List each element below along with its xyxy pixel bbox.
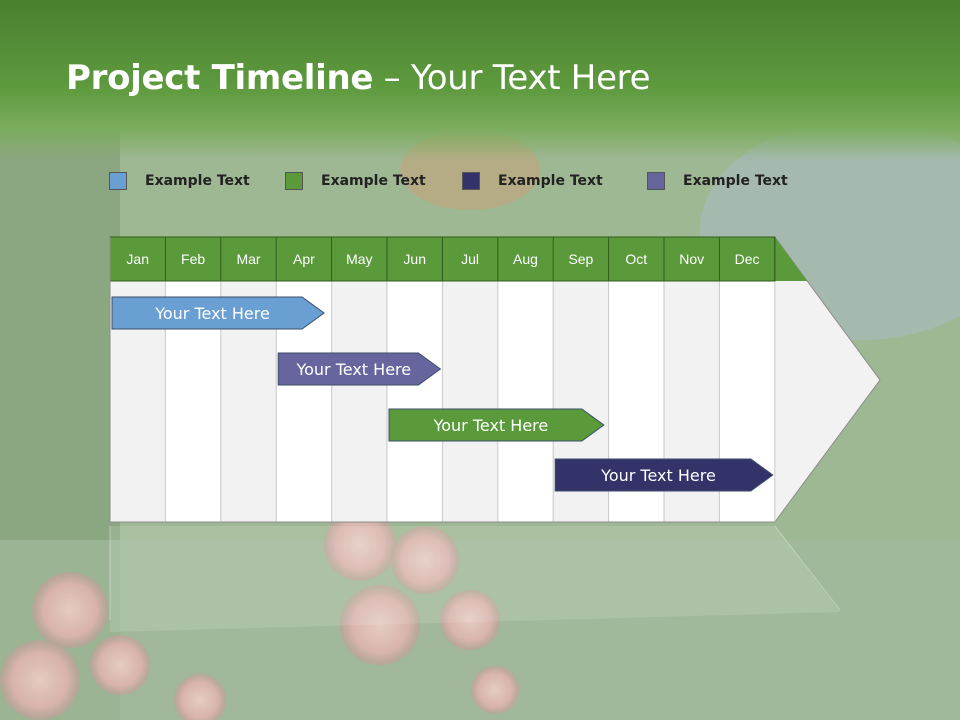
month-label: Aug bbox=[513, 251, 538, 267]
legend-swatch bbox=[647, 172, 665, 190]
task-bar-label: Your Text Here bbox=[295, 360, 411, 379]
month-header-band bbox=[110, 237, 808, 281]
task-bar bbox=[554, 458, 774, 492]
month-label: Jul bbox=[461, 251, 479, 267]
slide-title: Project Timeline – Your Text Here bbox=[66, 58, 651, 98]
legend-item-3: Example Text bbox=[462, 170, 603, 192]
month-label: Oct bbox=[625, 251, 647, 267]
legend-item-2: Example Text bbox=[285, 170, 426, 192]
month-label: Nov bbox=[679, 251, 704, 267]
legend-label: Example Text bbox=[498, 173, 603, 189]
month-label: Apr bbox=[293, 251, 315, 267]
month-label: Jan bbox=[126, 251, 149, 267]
legend-swatch bbox=[109, 172, 127, 190]
legend-item-4: Example Text bbox=[647, 170, 788, 192]
legend-item-1: Example Text bbox=[109, 170, 250, 192]
legend-swatch bbox=[285, 172, 303, 190]
month-column bbox=[331, 281, 387, 522]
legend-label: Example Text bbox=[145, 173, 250, 189]
month-column bbox=[387, 281, 443, 522]
task-bar-label: Your Text Here bbox=[600, 466, 716, 485]
title-bold: Project Timeline bbox=[66, 58, 374, 98]
month-label: Sep bbox=[568, 251, 593, 267]
reflection-edge bbox=[774, 525, 841, 611]
month-column bbox=[442, 281, 498, 522]
timeline-reflection bbox=[110, 526, 840, 632]
month-label: Feb bbox=[181, 251, 205, 267]
task-bar-label: Your Text Here bbox=[433, 416, 549, 435]
task-bar bbox=[388, 408, 605, 442]
title-rest: – Your Text Here bbox=[373, 58, 651, 98]
task-bar bbox=[111, 296, 325, 330]
legend-swatch bbox=[462, 172, 480, 190]
task-bar-label: Your Text Here bbox=[154, 304, 270, 323]
header-band bbox=[0, 0, 960, 160]
month-label: May bbox=[346, 251, 372, 267]
legend-label: Example Text bbox=[321, 173, 426, 189]
task-bar bbox=[277, 352, 442, 386]
month-label: Dec bbox=[735, 251, 760, 267]
month-label: Mar bbox=[236, 251, 260, 267]
legend-label: Example Text bbox=[683, 173, 788, 189]
month-label: Jun bbox=[403, 251, 426, 267]
month-column bbox=[497, 281, 554, 522]
